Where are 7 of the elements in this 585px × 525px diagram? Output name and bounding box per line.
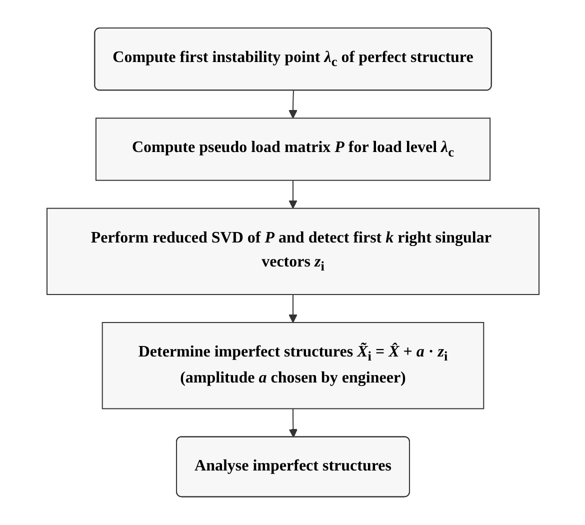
- node-box: Perform reduced SVD of P and detect first k right singular vectors z$_{i}$: [46, 208, 539, 296]
- arrow: [288, 408, 298, 438]
- arrow: [288, 90, 297, 119]
- node-box: Compute pseudo load matrix P for load level λ$_{c}$: [94, 118, 490, 181]
- node-box: Determine imperfect structures X̃$_{i}$ = X̂ + a · z$_{i}$ (amplitude a chosen by engineer): [101, 322, 484, 410]
- arrow: [288, 294, 297, 324]
- arrow: [288, 180, 297, 209]
